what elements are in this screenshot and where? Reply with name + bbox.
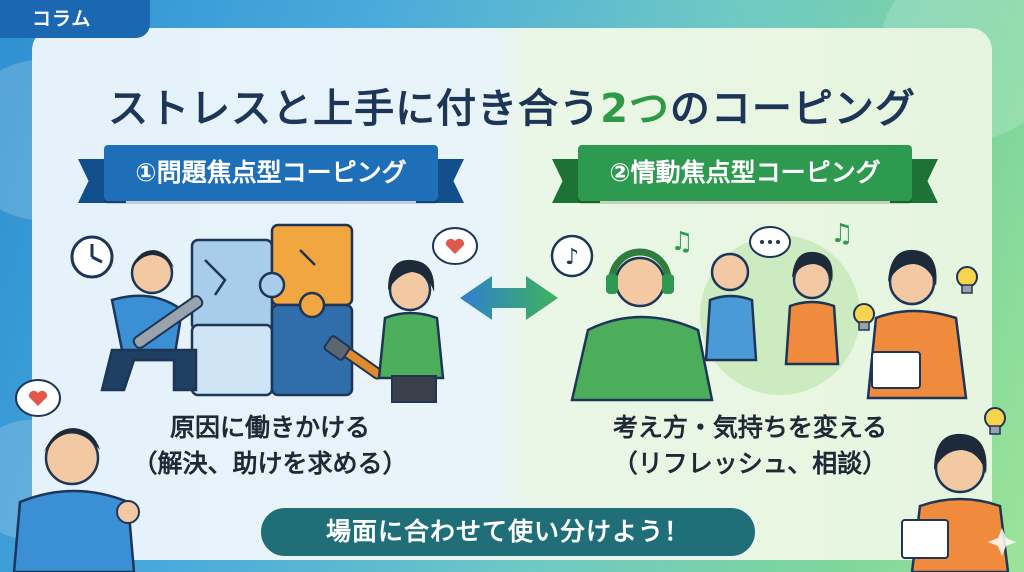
clock-icon [70,235,114,279]
right-caption-line1: 考え方・気持ちを変える [612,413,888,442]
puzzle-icon [190,223,354,397]
friend-woman [784,251,840,366]
sparkle-icon [988,528,1016,556]
left-ribbon: ①問題焦点型コーピング [78,145,464,209]
lightbulb-icon [984,407,1006,435]
double-arrow-icon [460,276,558,320]
lightbulb-icon [853,303,875,331]
summary-banner: 場面に合わせて使い分けよう！ [258,505,758,559]
right-heading: ②情動焦点型コーピング [578,145,912,201]
right-caption: 考え方・気持ちを変える （リフレッシュ、相談） [560,410,940,482]
music-note-icon: ♫ [830,219,853,249]
left-heading: ①問題焦点型コーピング [104,145,438,201]
heart-bubble-icon [15,379,61,417]
title-accent: 2つ [600,86,670,132]
left-caption: 原因に働きかける （解決、助けを求める） [100,410,440,482]
heart-bubble-icon [432,227,478,265]
column-tag: コラム [0,0,150,38]
page-title: ストレスと上手に付き合う2つのコーピング [32,76,992,134]
music-note-icon: ♫ [670,227,693,257]
man-with-wrench [100,250,198,392]
speech-bubble-icon [749,226,791,258]
man-with-headphones [570,248,714,402]
friend-man [704,252,758,362]
svg-text:♪: ♪ [565,245,579,270]
right-ribbon: ②情動焦点型コーピング [552,145,938,209]
title-tail: のコーピング [669,86,916,132]
frustrated-man [12,428,140,572]
lightbulb-icon [956,266,978,294]
left-caption-line1: 原因に働きかける [169,413,370,442]
title-main: ストレスと上手に付き合う [108,86,601,132]
hammer-icon [323,335,384,380]
music-note-icon: ♪ [550,234,594,278]
right-caption-line2: （リフレッシュ、相談） [612,449,888,478]
woman-with-notebook [866,249,968,400]
woman-explaining [377,259,445,403]
left-caption-line2: （解決、助けを求める） [132,449,408,478]
wrench-icon [132,295,204,349]
woman-writing [901,433,1010,572]
